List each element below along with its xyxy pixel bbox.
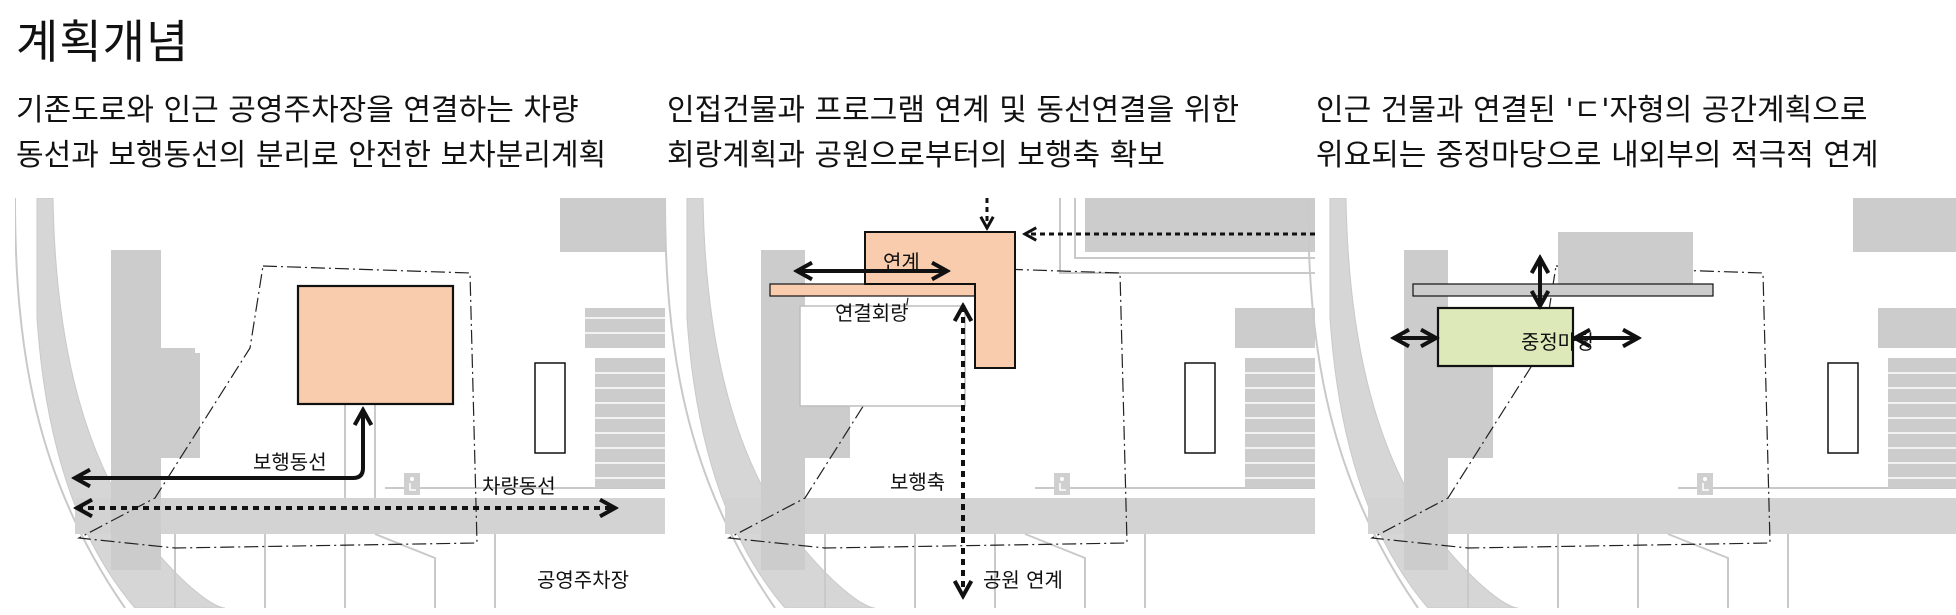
panel-3-desc-line-1: 인근 건물과 연결된 'ㄷ'자형의 공간계획으로: [1316, 93, 1868, 128]
main-road: [75, 498, 665, 534]
panel-2-desc-line-1: 인접건물과 프로그램 연계 및 동선연결을 위한: [667, 93, 1240, 128]
panel-3-site-plan: 중정마당: [1308, 198, 1956, 608]
panel-3-diagram: [1308, 198, 1956, 608]
panel-2-description: 인접건물과 프로그램 연계 및 동선연결을 위한 회랑계획과 공원으로부터의 보…: [667, 88, 1239, 178]
panel-1-desc-line-1: 기존도로와 인근 공영주차장을 연결하는 차량: [16, 93, 579, 128]
link-label: 연계: [883, 250, 920, 274]
parking-stalls: [585, 317, 665, 479]
courtyard-label: 중정마당: [1521, 330, 1595, 354]
main-road: [1368, 498, 1956, 534]
site-boundary: [1369, 265, 1771, 549]
public-parking-label: 공영주차장: [537, 568, 629, 592]
road-edge-line: [15, 198, 126, 608]
panel-2-diagram: [665, 198, 1315, 608]
accessible-parking-icon: [404, 473, 420, 495]
adjacent-building-right: [560, 198, 665, 252]
pedestrian-route-arrow: [75, 410, 363, 478]
park-link-label: 공원 연계: [983, 568, 1063, 592]
site-boundary: [76, 265, 478, 549]
panel-1-description: 기존도로와 인근 공영주차장을 연결하는 차량 동선과 보행동선의 분리로 안전…: [16, 88, 606, 178]
panel-1-desc-line-2: 동선과 보행동선의 분리로 안전한 보차분리계획: [16, 138, 607, 173]
panel-1-site-plan: 보행동선 차량동선 공영주차장: [15, 198, 665, 608]
accessible-parking-icon: [1697, 473, 1713, 495]
panel-3-desc-line-2: 위요되는 중정마당으로 내외부의 적극적 연계: [1316, 138, 1879, 173]
panel-2-desc-line-2: 회랑계획과 공원으로부터의 보행축 확보: [667, 138, 1165, 173]
pedestrian-route-label: 보행동선: [253, 450, 327, 474]
corridor-label: 연결회랑: [835, 301, 909, 325]
proposed-building: [296, 284, 455, 406]
panel-3-description: 인근 건물과 연결된 'ㄷ'자형의 공간계획으로 위요되는 중정마당으로 내외부…: [1316, 88, 1879, 178]
main-road: [725, 498, 1315, 534]
panel-2-site-plan: 연계 연결회랑 보행축 공원 연계: [665, 198, 1315, 608]
connecting-corridor: [769, 283, 976, 297]
panel-1-diagram: [15, 198, 665, 608]
accessible-parking-icon: [1054, 473, 1070, 495]
pedestrian-axis-label: 보행축: [890, 470, 946, 494]
u-shape-corridor: [1412, 283, 1714, 297]
vehicle-route-label: 차량동선: [482, 474, 556, 498]
page-title: 계획개념: [16, 15, 190, 69]
